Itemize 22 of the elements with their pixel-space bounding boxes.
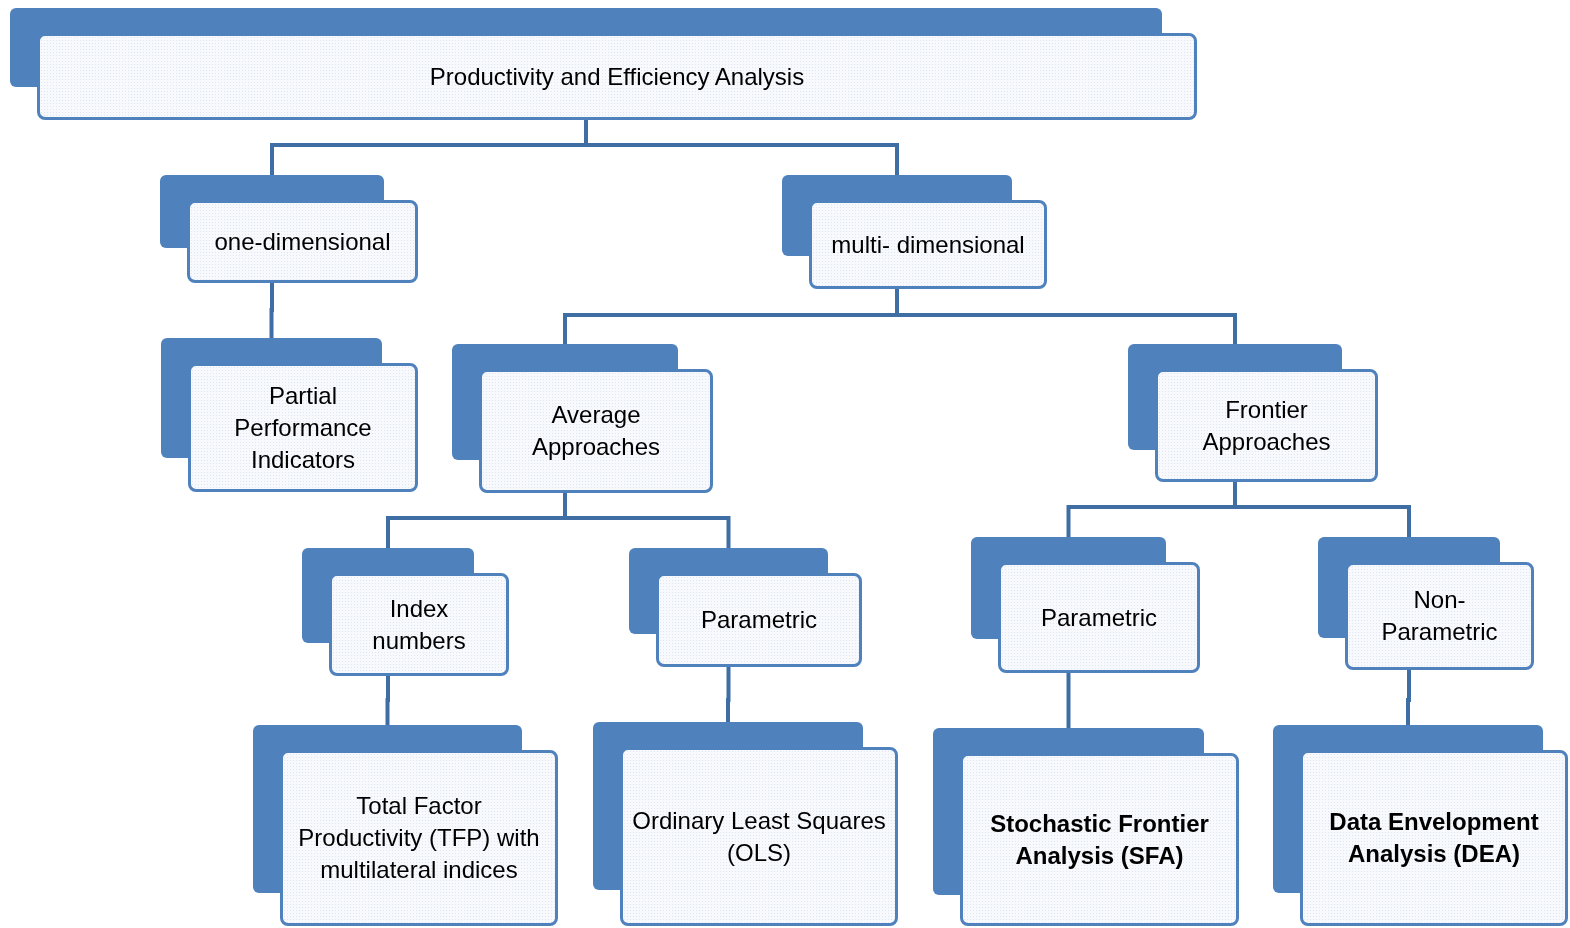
box-label: multi- dimensional	[831, 229, 1025, 260]
box-label: one-dimensional	[214, 226, 391, 257]
box-label: Frontier Approaches	[1201, 394, 1332, 457]
box-label: Ordinary Least Squares (OLS)	[631, 805, 887, 868]
box-label: Data Envelopment Analysis (DEA)	[1328, 807, 1540, 869]
box-label: Total Factor Productivity (TFP) with multilateral indices	[297, 791, 541, 885]
connector-line	[1406, 670, 1411, 725]
connector-line	[1066, 673, 1071, 728]
box-label: Productivity and Efficiency Analysis	[429, 61, 805, 92]
box-label: Average Approaches	[530, 400, 662, 462]
box-label: Stochastic Frontier Analysis (SFA)	[989, 808, 1210, 871]
connector-line	[726, 667, 731, 722]
box-label: Parametric	[701, 605, 817, 635]
box-label: Non- Parametric	[1380, 585, 1499, 647]
connector-line	[563, 493, 731, 548]
box-label: Partial Performance Indicators	[233, 380, 373, 475]
connector-line	[1233, 482, 1411, 537]
box-label: Index numbers	[371, 593, 467, 656]
connector-line	[385, 676, 390, 725]
connector-line	[269, 283, 274, 338]
box-label: Parametric	[1041, 602, 1157, 633]
connector-line	[895, 289, 1237, 344]
